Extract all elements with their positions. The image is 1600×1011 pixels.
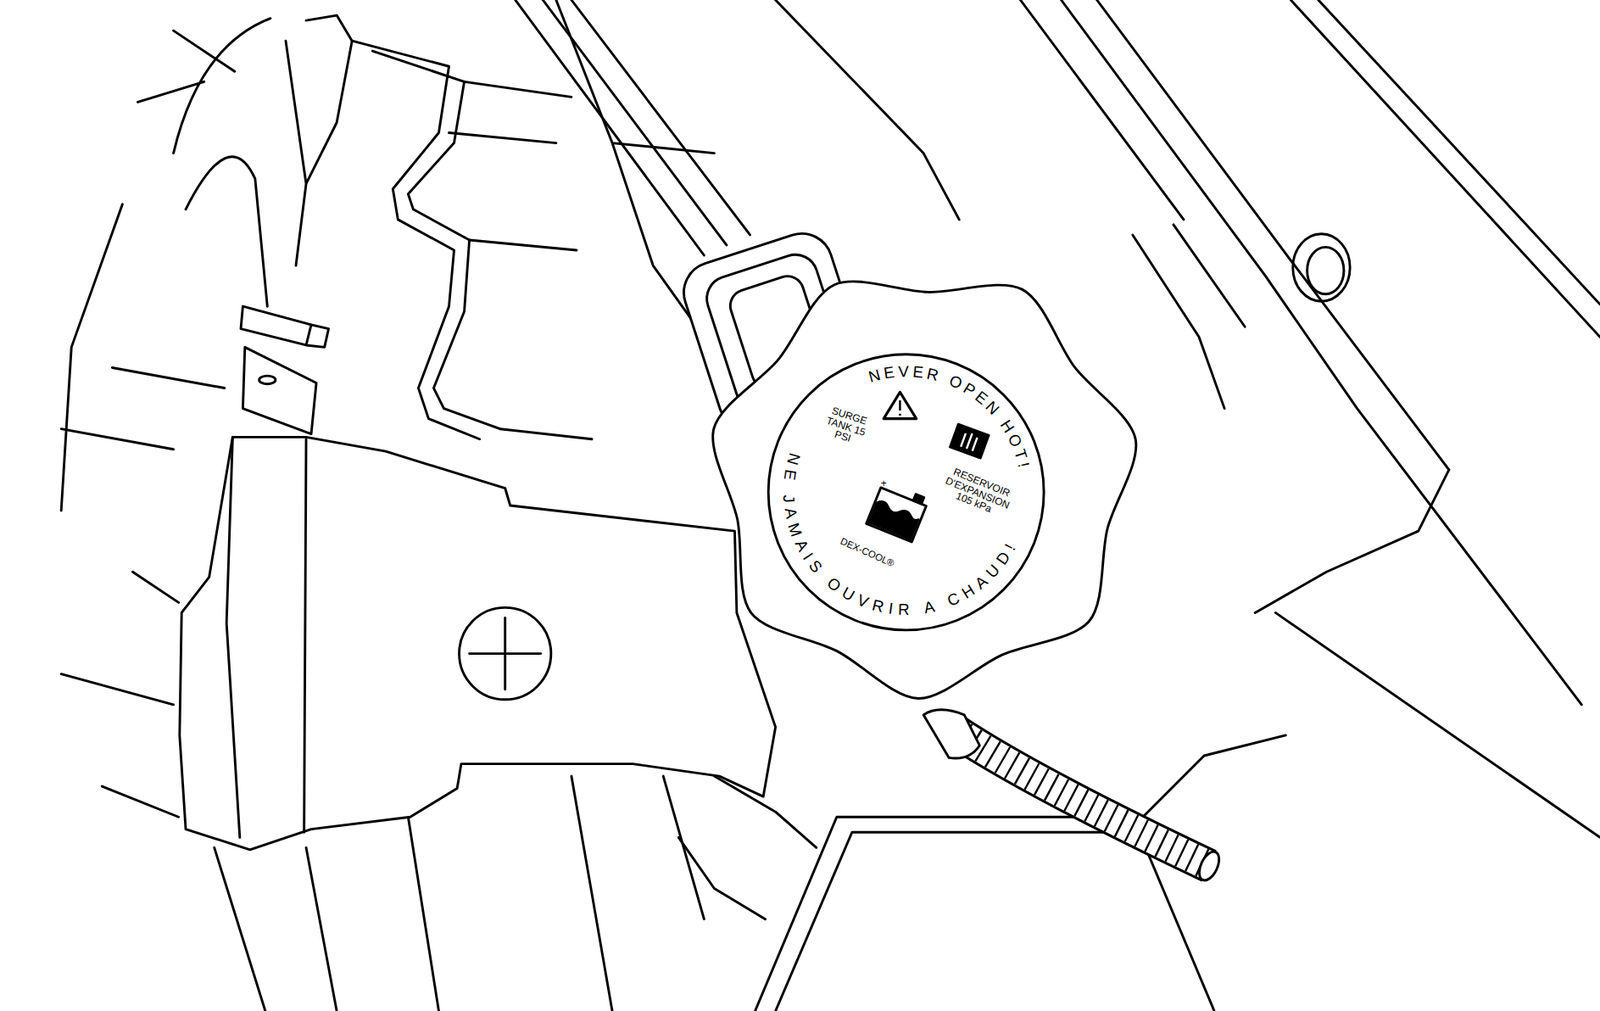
cap-outline [713,281,1137,699]
warning-text: NE JAMAIS OUVRIR A CHAUD! [776,362,1037,622]
terminal-sign: + [878,478,889,490]
